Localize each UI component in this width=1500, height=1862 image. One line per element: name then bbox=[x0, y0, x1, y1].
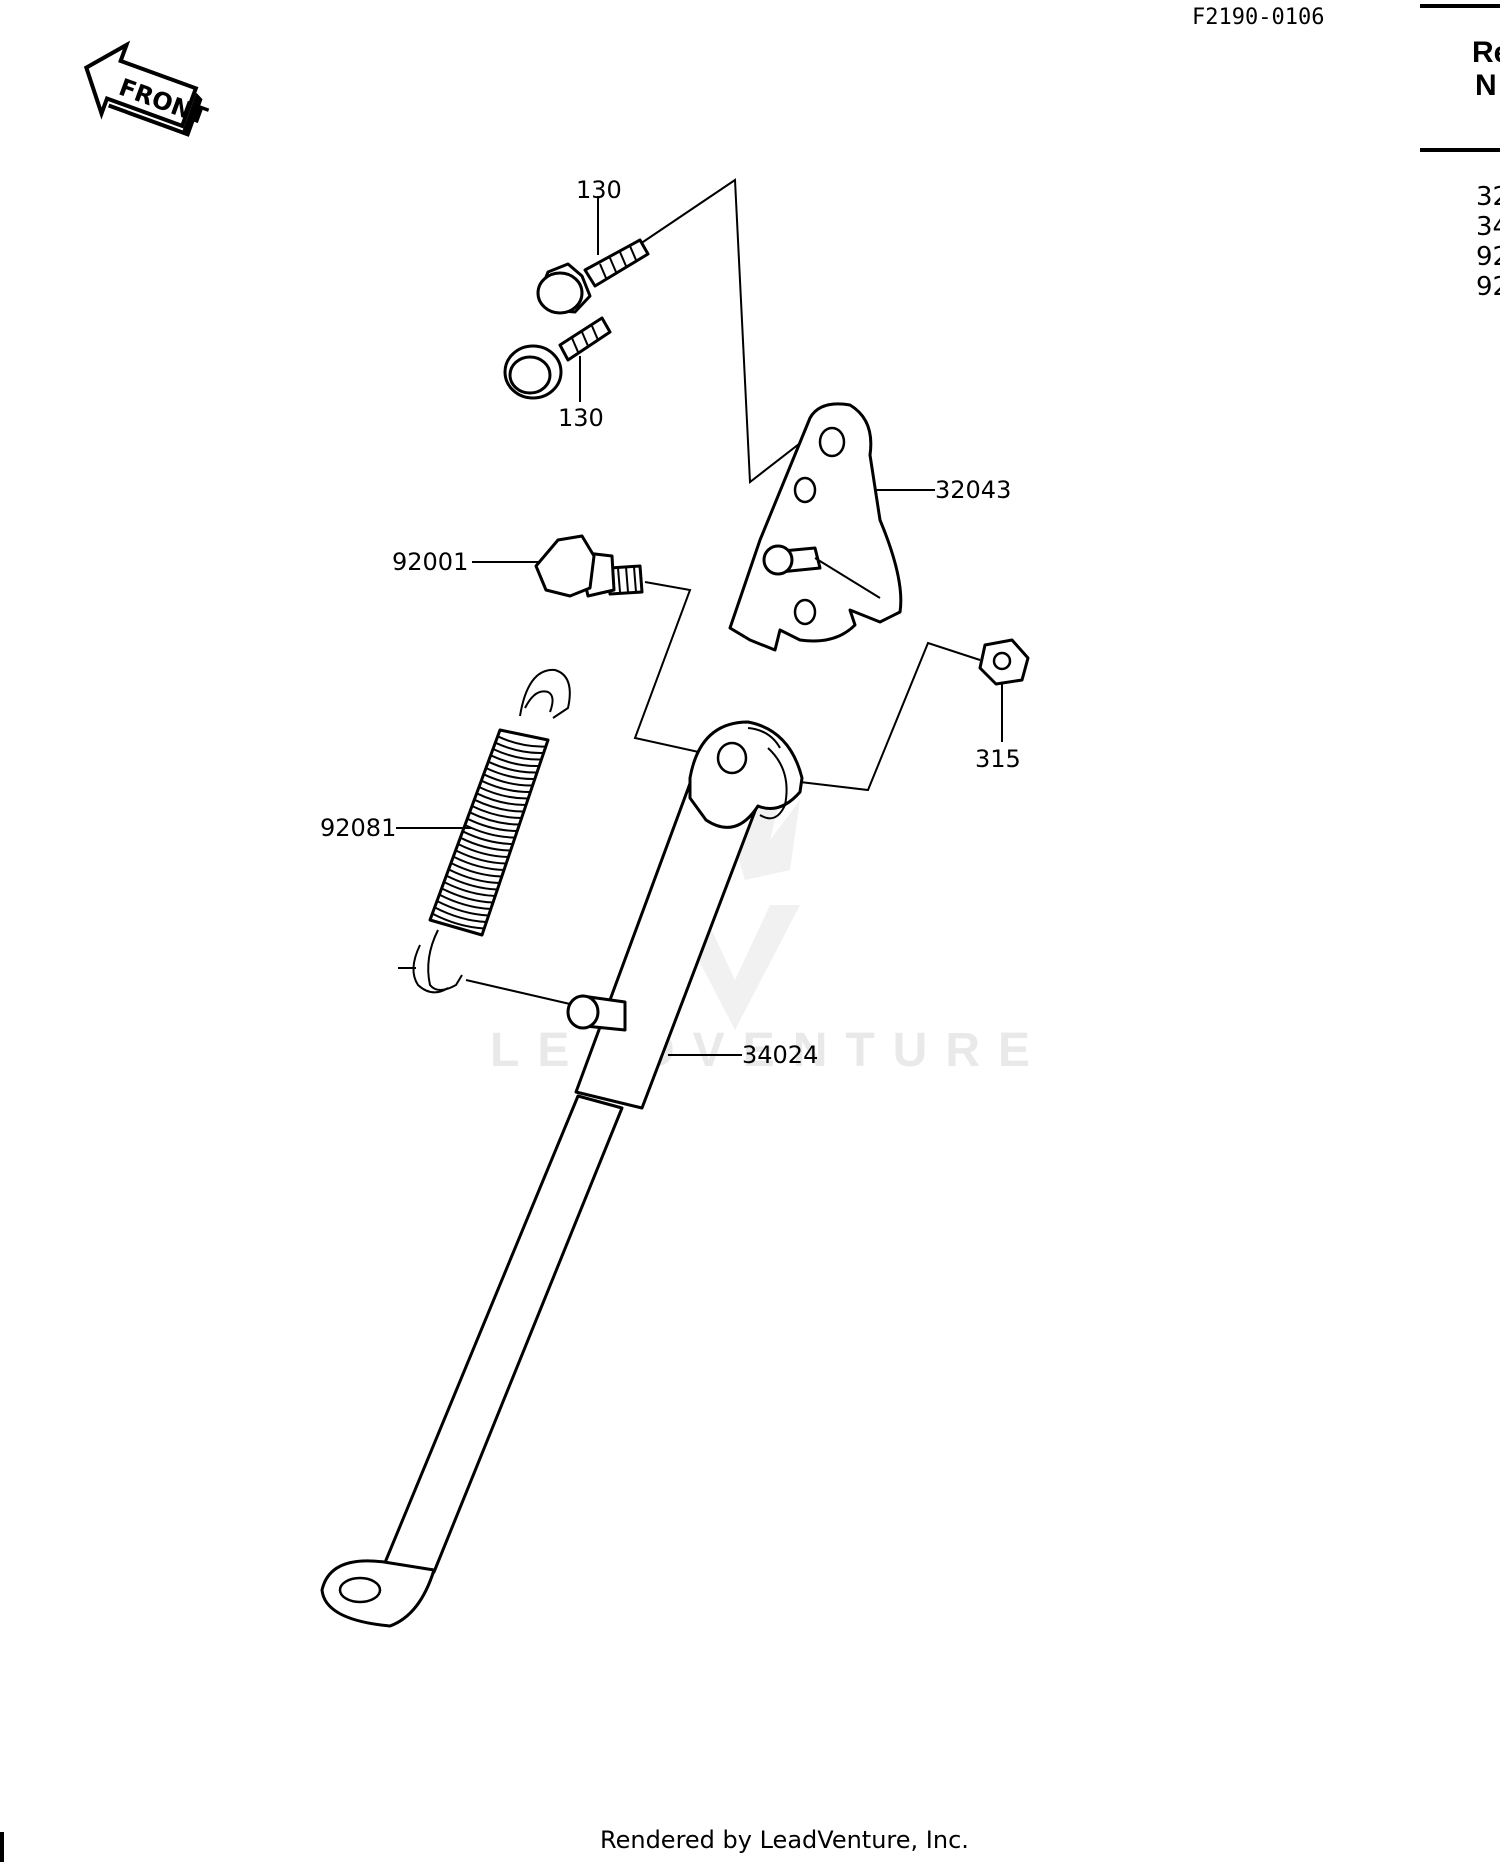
spring-coil bbox=[443, 881, 496, 897]
callout-bracket: 32043 bbox=[935, 476, 1011, 504]
side-table-header-1: Re bbox=[1472, 36, 1500, 69]
spring-coil bbox=[466, 817, 518, 832]
side-stand bbox=[320, 720, 804, 1628]
spring-coil bbox=[476, 792, 527, 807]
spring-coil bbox=[452, 855, 505, 871]
nut bbox=[978, 638, 1030, 686]
spring-coil bbox=[471, 805, 522, 819]
leader-nut-stand bbox=[799, 641, 981, 792]
spring-coil bbox=[450, 862, 502, 878]
edge-mark bbox=[0, 1832, 4, 1862]
callout-stand: 34024 bbox=[742, 1041, 818, 1069]
spring-coil bbox=[497, 735, 546, 748]
callout-bolt-lower: 130 bbox=[558, 404, 604, 432]
bolt-upper bbox=[536, 238, 650, 315]
spring-coil bbox=[483, 773, 533, 787]
side-table-row: 92 bbox=[1476, 272, 1500, 302]
side-table-row: 92 bbox=[1476, 242, 1500, 272]
front-arrow-icon: FRONT bbox=[83, 40, 212, 137]
callout-nut: 315 bbox=[975, 745, 1021, 773]
spring-coil bbox=[487, 760, 538, 774]
spring-coil bbox=[436, 900, 489, 917]
leader-bolt-bracket bbox=[639, 178, 831, 484]
side-table: Re N 32 34 92 92 bbox=[1420, 4, 1500, 302]
spring-coil bbox=[464, 824, 516, 839]
side-table-row: 32 bbox=[1476, 182, 1500, 212]
figure-code: F2190-0106 bbox=[1192, 5, 1324, 30]
leader-spring-pin bbox=[465, 979, 571, 1005]
spring-coil bbox=[494, 741, 544, 755]
pivot-bolt bbox=[534, 534, 644, 598]
side-table-header-2: N bbox=[1475, 69, 1497, 102]
spring-coil bbox=[478, 786, 529, 800]
spring-coil bbox=[448, 868, 500, 884]
spring-coil bbox=[485, 767, 535, 781]
spring-coil bbox=[490, 754, 540, 768]
spring-coil bbox=[480, 779, 531, 794]
spring-coil bbox=[492, 748, 542, 761]
spring-coil bbox=[438, 893, 491, 910]
spring-coil bbox=[455, 849, 507, 865]
spring-coil bbox=[469, 811, 520, 826]
spring-coil bbox=[445, 874, 498, 891]
bracket bbox=[728, 402, 903, 652]
side-table-row: 34 bbox=[1476, 212, 1500, 242]
footer-credit: Rendered by LeadVenture, Inc. bbox=[600, 1826, 969, 1854]
callout-bolt-upper: 130 bbox=[576, 176, 622, 204]
spring-coil bbox=[441, 887, 494, 904]
spring-coil bbox=[434, 906, 487, 923]
spring-coil bbox=[459, 836, 511, 852]
spring-coil bbox=[462, 830, 513, 845]
spring-coil bbox=[473, 798, 524, 813]
spring-coil bbox=[457, 843, 509, 858]
spring-coil bbox=[431, 912, 485, 930]
watermark-text: LEADVENTURE bbox=[490, 1024, 1048, 1077]
bolt-lower bbox=[503, 316, 612, 400]
leader-pivot-stand bbox=[633, 581, 736, 761]
spring bbox=[412, 668, 571, 994]
callout-pivot-bolt: 92001 bbox=[392, 548, 468, 576]
callout-spring: 92081 bbox=[320, 814, 396, 842]
